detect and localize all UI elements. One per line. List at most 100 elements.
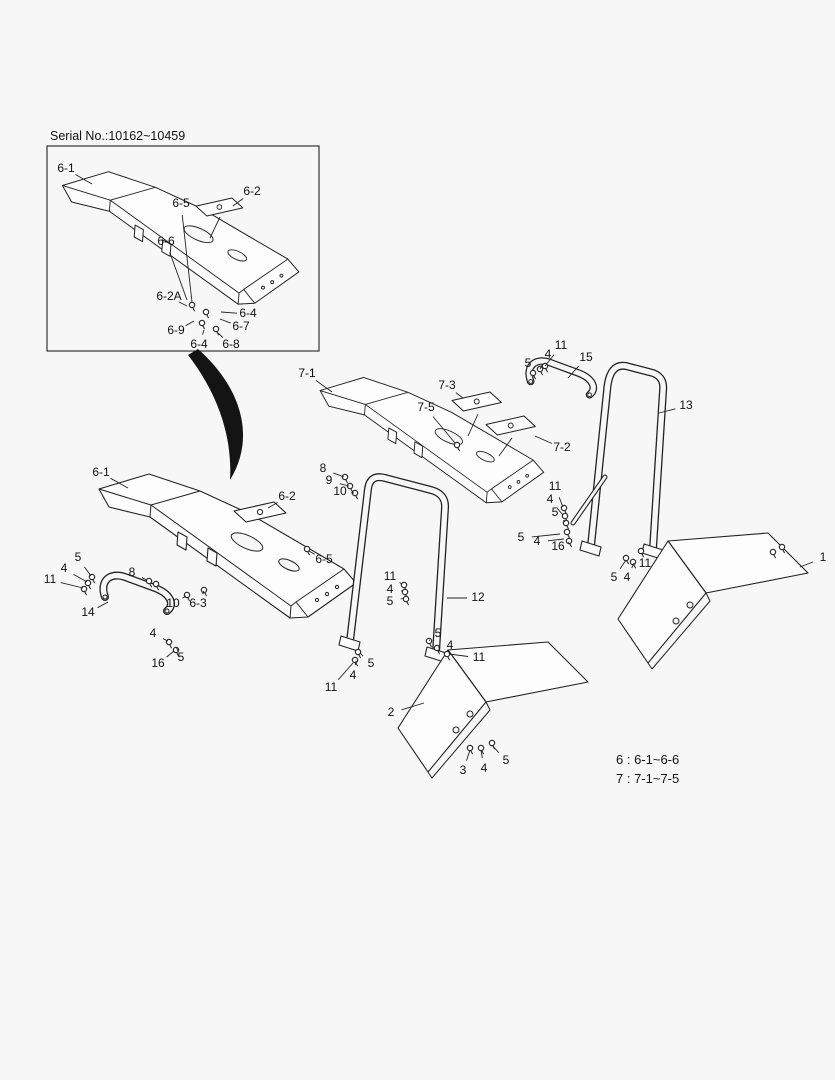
callout-label-10: 10: [166, 596, 180, 610]
leader-line: [359, 652, 364, 657]
leader-line: [631, 562, 635, 569]
callout-label-6-9: 6-9: [167, 323, 185, 337]
callout-label-5: 5: [503, 753, 510, 767]
callout-label-6-8: 6-8: [222, 337, 240, 351]
bolt-icon: [477, 744, 485, 755]
bolt-icon: [351, 489, 359, 500]
leader-line: [97, 601, 109, 609]
leader-line: [556, 508, 564, 516]
callout-label-15: 15: [579, 350, 593, 364]
callout-label-4: 4: [547, 492, 554, 506]
leader-line: [558, 497, 564, 508]
callout-label-5: 5: [611, 570, 618, 584]
callout-label-6-3: 6-3: [189, 596, 207, 610]
leader-line: [202, 590, 205, 595]
leader-line: [534, 435, 553, 444]
leader-line: [539, 364, 543, 370]
leader-line: [619, 559, 627, 570]
leader-line: [339, 483, 350, 487]
callout-label-6-6: 6-6: [157, 234, 175, 248]
callout-label-6-1: 6-1: [92, 465, 110, 479]
callout-label-6-5: 6-5: [172, 196, 190, 210]
leader-line: [220, 311, 238, 314]
leader-line: [354, 660, 357, 666]
callout-label-16: 16: [151, 656, 165, 670]
leader-line: [84, 566, 92, 577]
leader-line: [162, 638, 169, 642]
callout-label-5: 5: [368, 656, 375, 670]
bolt-icon: [466, 744, 474, 755]
leader-line: [141, 577, 148, 581]
leader-line: [267, 502, 278, 509]
bolt-icon: [488, 739, 496, 750]
bolt-icon: [198, 319, 206, 330]
bolt-icon: [536, 365, 544, 376]
bolt-icon: [425, 637, 433, 648]
callout-label-1: 1: [820, 550, 827, 564]
callout-label-10: 10: [333, 484, 347, 498]
leader-line: [531, 533, 561, 538]
leader-line: [169, 252, 188, 301]
leader-line: [60, 582, 84, 589]
callout-label-16: 16: [551, 539, 565, 553]
bolt-icon: [346, 482, 354, 493]
callout-label-8: 8: [320, 461, 327, 475]
alignment-line: [467, 413, 479, 437]
legend-line-6: 6 : 6-1~6-6: [616, 752, 679, 767]
callout-label-5: 5: [525, 356, 532, 370]
leader-line: [491, 744, 500, 753]
frame-6-1: [98, 473, 357, 619]
inset-frame-6-1: [61, 171, 300, 305]
leader-line: [455, 392, 464, 399]
alignment-line: [209, 216, 221, 239]
callout-label-6-2: 6-2: [278, 489, 296, 503]
leader-line: [315, 380, 333, 393]
stand-frame-12: [338, 473, 450, 663]
plate-7-2: [485, 415, 536, 436]
stand-frame-13: [570, 361, 668, 560]
bolt-icon: [629, 558, 637, 569]
leader-line: [567, 365, 579, 379]
callout-label-7-1: 7-1: [298, 366, 316, 380]
callout-label-6-7: 6-7: [232, 319, 250, 333]
callout-label-11: 11: [44, 572, 57, 586]
bolt-icon: [341, 473, 349, 484]
leader-line: [799, 561, 813, 568]
leader-line: [73, 574, 88, 583]
callout-label-2: 2: [388, 705, 395, 719]
callout-label-8: 8: [129, 565, 136, 579]
callout-label-6-1: 6-1: [57, 161, 75, 175]
bolt-icon: [560, 504, 568, 515]
callout-label-6-5: 6-5: [315, 552, 333, 566]
callout-label-9: 9: [326, 473, 333, 487]
callout-label-5: 5: [178, 650, 185, 664]
legend-line-7: 7 : 7-1~7-5: [616, 771, 679, 786]
callout-label-13: 13: [679, 398, 693, 412]
leader-line: [182, 595, 187, 599]
leader-line: [466, 749, 471, 761]
leader-line: [110, 477, 129, 489]
bolt-icon: [565, 537, 573, 548]
leader-line: [401, 702, 425, 711]
alignment-line: [498, 437, 513, 457]
leader-line: [544, 354, 555, 367]
callout-label-4: 4: [61, 561, 68, 575]
callout-label-4: 4: [534, 534, 541, 548]
callout-label-6-4: 6-4: [190, 337, 208, 351]
bolt-icon: [188, 301, 196, 312]
callout-label-4: 4: [624, 570, 631, 584]
bolt-icon: [402, 595, 410, 606]
bolt-icon: [212, 325, 220, 336]
leader-line: [400, 597, 405, 600]
bolt-icon: [563, 528, 571, 539]
callout-label-6-2A: 6-2A: [156, 289, 181, 303]
callout-label-4: 4: [447, 638, 454, 652]
leader-line: [547, 538, 565, 542]
callout-label-6-4: 6-4: [239, 306, 257, 320]
callout-label-7-2: 7-2: [553, 440, 571, 454]
leader-line: [448, 653, 469, 657]
